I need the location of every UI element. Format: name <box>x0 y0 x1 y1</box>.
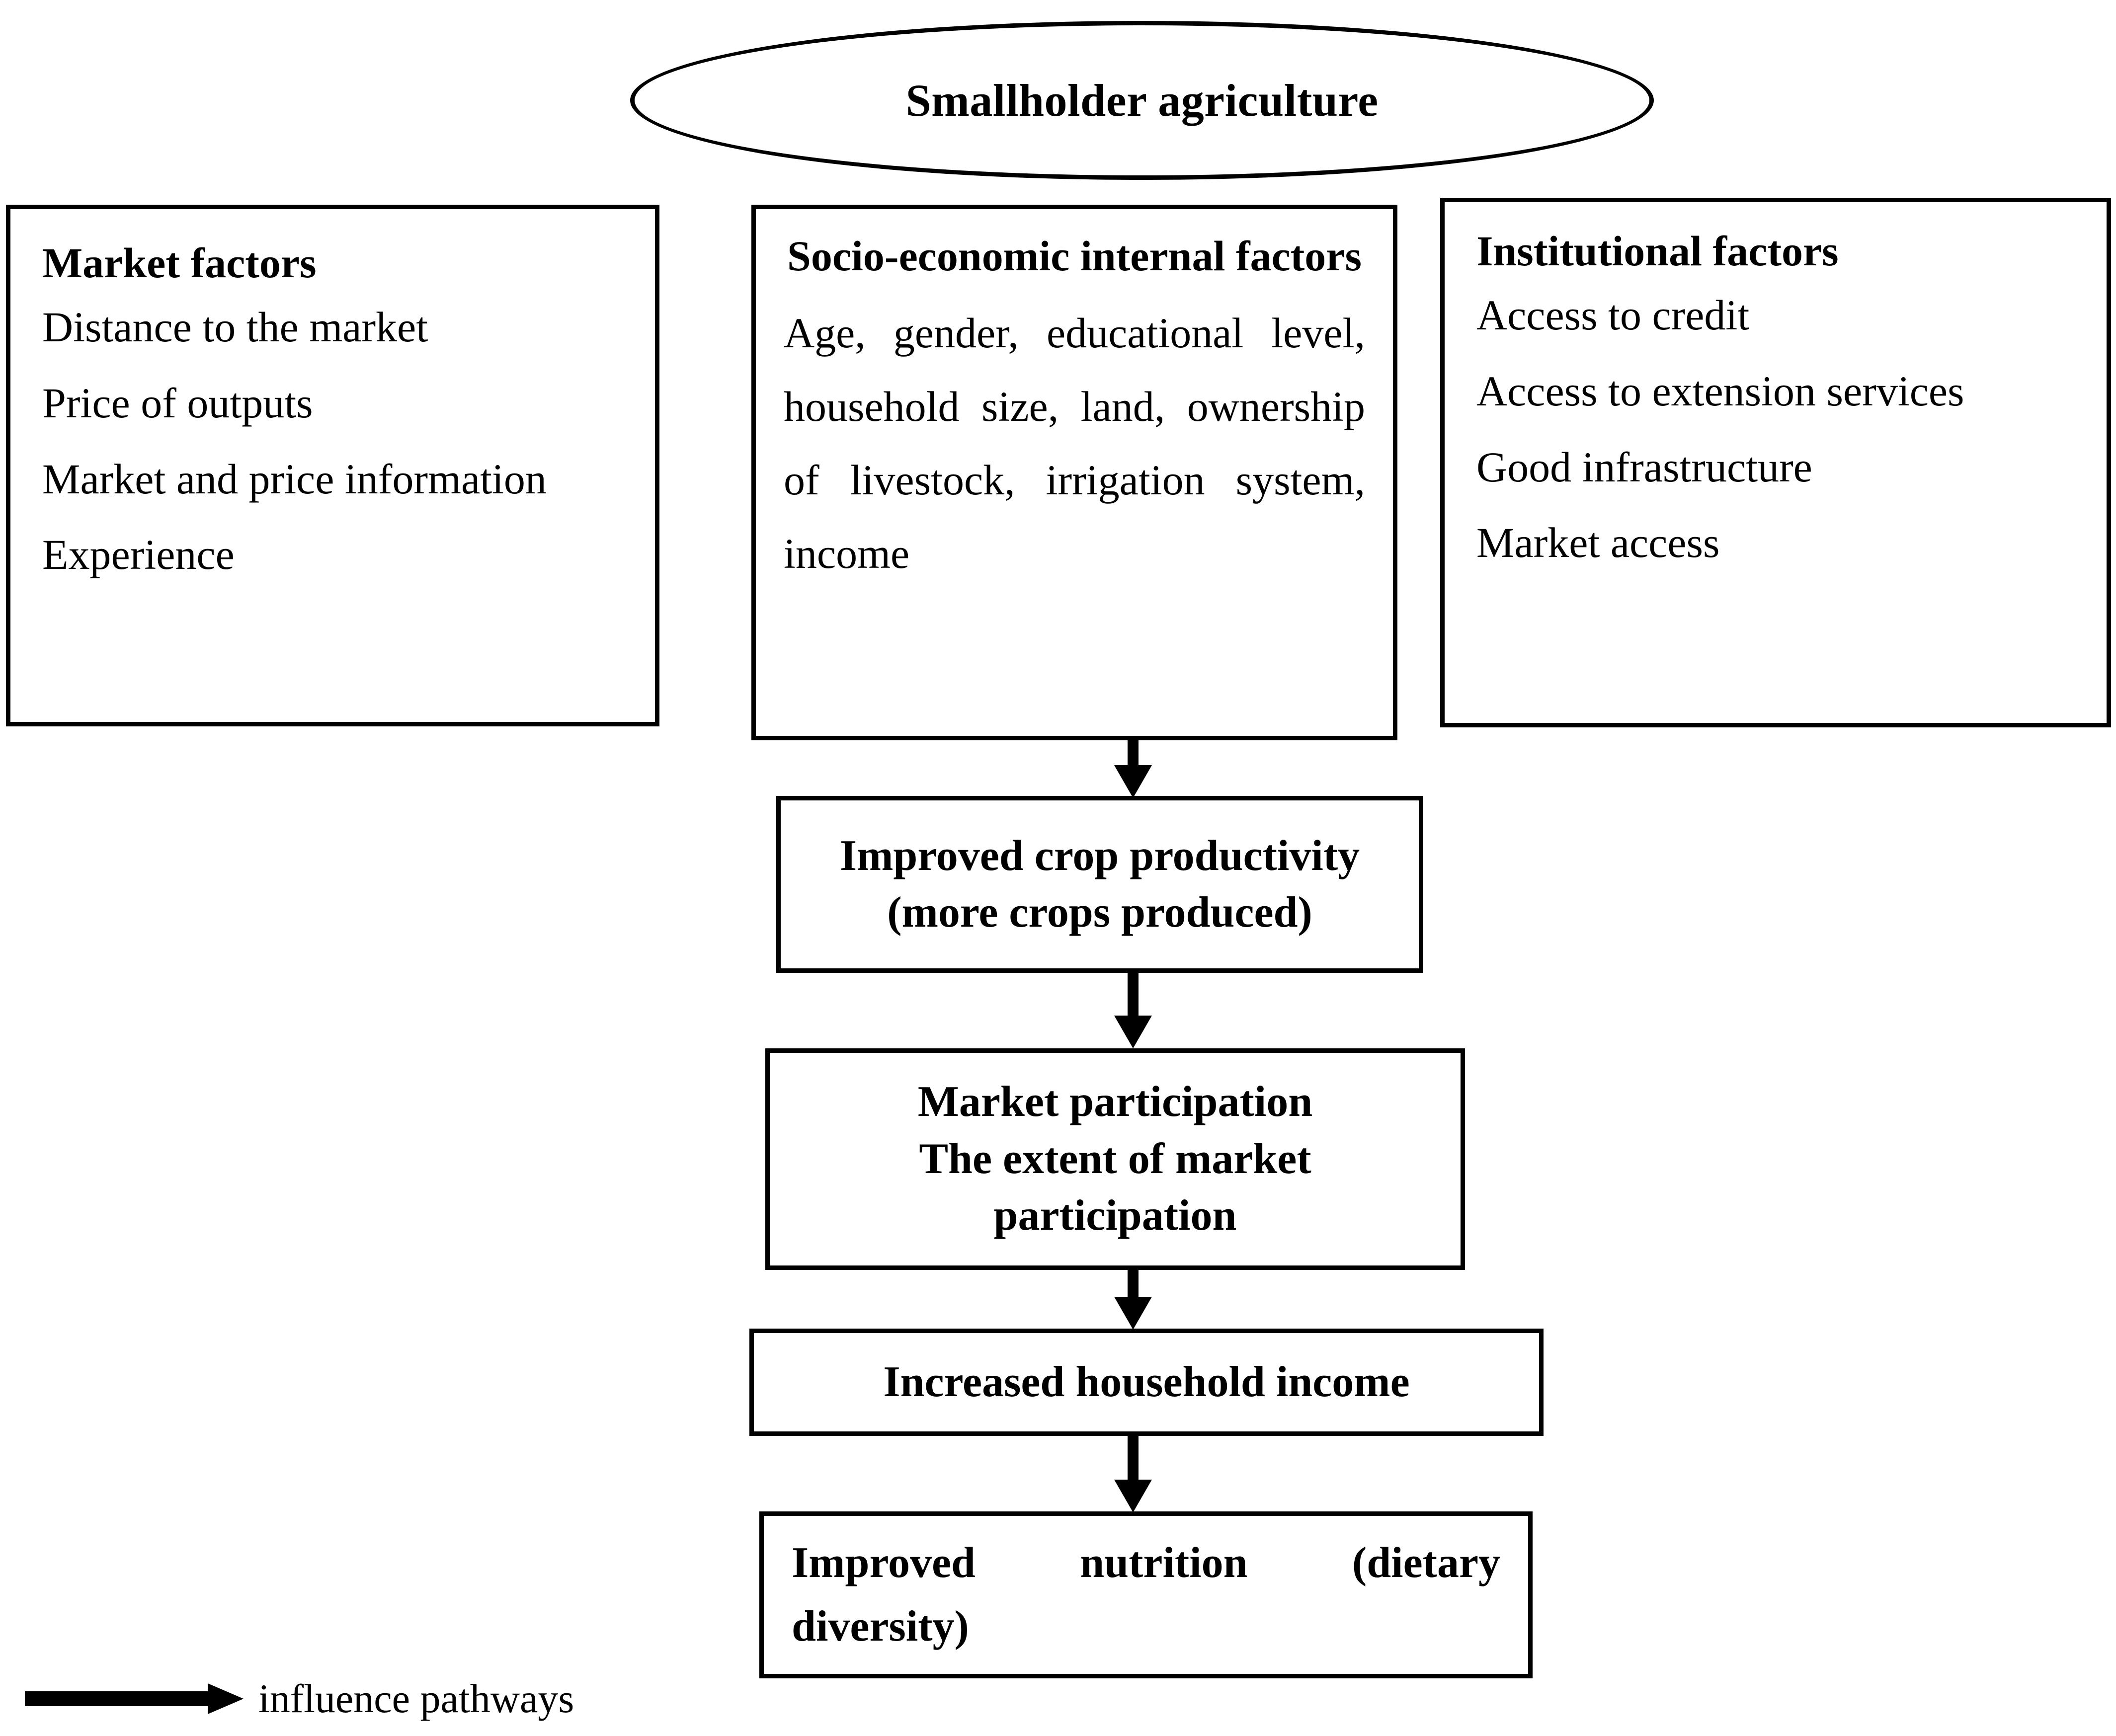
arrow-household-income-to-improved-nutrition <box>1103 1436 1163 1512</box>
improved-crop-productivity-line1: Improved crop productivity <box>839 831 1360 880</box>
increased-household-income-label: Increased household income <box>883 1357 1410 1406</box>
box-improved-nutrition: Improved nutrition (dietary diversity) <box>759 1511 1533 1678</box>
institutional-factors-item: Good infrastructure <box>1476 443 1812 491</box>
box-institutional-factors: Institutional factors Access to credit A… <box>1440 198 2111 727</box>
box-socio-economic-internal-factors: Socio-economic internal factors Age, gen… <box>751 205 1397 740</box>
right-arrow-icon <box>25 1683 244 1714</box>
box-market-participation: Market participation The extent of marke… <box>765 1048 1465 1270</box>
box-increased-household-income: Increased household income <box>749 1329 1544 1436</box>
market-participation-line1: Market participation <box>917 1078 1313 1126</box>
improved-nutrition-label: Improved nutrition (dietary diversity) <box>792 1539 1500 1651</box>
market-factors-item: Price of outputs <box>42 379 313 427</box>
socio-economic-heading: Socio-economic internal factors <box>787 232 1362 280</box>
institutional-factors-item: Access to credit <box>1476 291 1750 339</box>
socio-economic-body: Age, gender, educational level, househol… <box>784 309 1365 578</box>
legend-influence-pathways: influence pathways <box>25 1678 574 1719</box>
market-factors-heading: Market factors <box>42 239 317 287</box>
arrow-crop-productivity-to-market-participation <box>1103 973 1163 1048</box>
market-participation-line2: The extent of market <box>919 1134 1311 1183</box>
institutional-factors-item: Access to extension services <box>1476 367 1964 415</box>
market-factors-item: Market and price information <box>42 455 547 503</box>
legend-label: influence pathways <box>258 1676 574 1721</box>
box-improved-crop-productivity: Improved crop productivity (more crops p… <box>776 796 1423 973</box>
arrow-socioeconomic-to-crop-productivity <box>1103 739 1163 798</box>
ellipse-label: Smallholder agriculture <box>905 75 1379 126</box>
improved-crop-productivity-line2: (more crops produced) <box>887 888 1312 937</box>
institutional-factors-heading: Institutional factors <box>1476 227 1839 275</box>
market-participation-line3: participation <box>993 1191 1237 1240</box>
market-factors-item: Distance to the market <box>42 303 428 351</box>
arrow-market-participation-to-household-income <box>1103 1270 1163 1330</box>
market-factors-item: Experience <box>42 531 235 579</box>
box-market-factors: Market factors Distance to the market Pr… <box>6 205 659 726</box>
node-smallholder-agriculture: Smallholder agriculture <box>630 21 1654 180</box>
institutional-factors-item: Market access <box>1476 519 1720 567</box>
